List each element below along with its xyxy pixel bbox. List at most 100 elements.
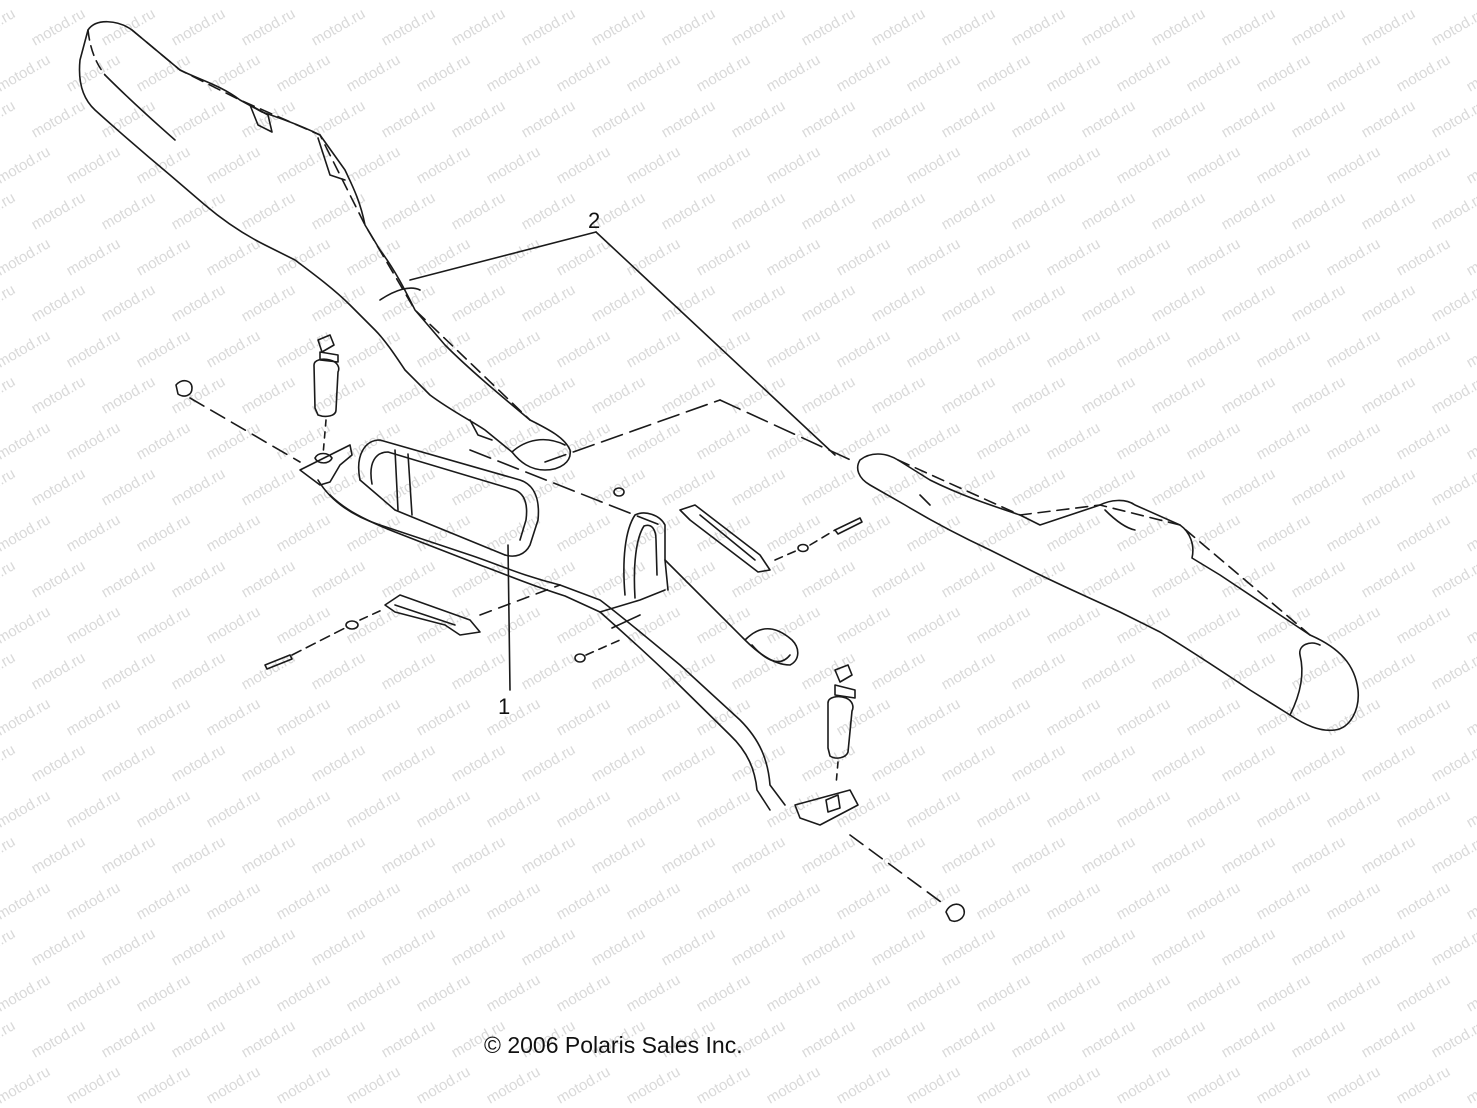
- watermark-text: motod.ru: [1394, 51, 1454, 95]
- bolt-right: [774, 517, 863, 561]
- watermark-text: motod.ru: [1149, 557, 1209, 601]
- watermark-text: motod.ru: [1044, 971, 1104, 1015]
- watermark-text: motod.ru: [1289, 189, 1349, 233]
- watermark-text: motod.ru: [169, 649, 229, 693]
- watermark-text: motod.ru: [624, 787, 684, 831]
- watermark-text: motod.ru: [1464, 879, 1477, 923]
- watermark-text: motod.ru: [204, 235, 264, 279]
- watermark-text: motod.ru: [869, 97, 929, 141]
- watermark-text: motod.ru: [799, 281, 859, 325]
- watermark-text: motod.ru: [1184, 879, 1244, 923]
- watermark-text: motod.ru: [0, 0, 53, 3]
- watermark-text: motod.ru: [1464, 0, 1477, 3]
- watermark-text: motod.ru: [169, 925, 229, 969]
- watermark-text: motod.ru: [1254, 143, 1314, 187]
- watermark-text: motod.ru: [694, 787, 754, 831]
- watermark-text: motod.ru: [204, 1063, 264, 1107]
- watermark-text: motod.ru: [414, 1063, 474, 1107]
- watermark-text: motod.ru: [309, 1017, 369, 1061]
- watermark-text: motod.ru: [0, 465, 18, 509]
- watermark-text: motod.ru: [939, 741, 999, 785]
- watermark-text: motod.ru: [729, 189, 789, 233]
- watermark-text: motod.ru: [589, 833, 649, 877]
- watermark-text: motod.ru: [1044, 695, 1104, 739]
- watermark-text: motod.ru: [904, 0, 964, 3]
- watermark-text: motod.ru: [1044, 51, 1104, 95]
- watermark-text: motod.ru: [1394, 971, 1454, 1015]
- watermark-text: motod.ru: [1359, 97, 1419, 141]
- watermark-text: motod.ru: [1184, 327, 1244, 371]
- watermark-text: motod.ru: [99, 189, 159, 233]
- watermark-text: motod.ru: [1289, 97, 1349, 141]
- right-mount-knob: [825, 664, 856, 813]
- watermark-text: motod.ru: [974, 879, 1034, 923]
- watermark-text: motod.ru: [169, 97, 229, 141]
- watermark-text: motod.ru: [1079, 97, 1139, 141]
- watermark-text: motod.ru: [29, 557, 89, 601]
- watermark-text: motod.ru: [1464, 971, 1477, 1015]
- watermark-text: motod.ru: [659, 741, 719, 785]
- watermark-text: motod.ru: [1079, 649, 1139, 693]
- watermark-text: motod.ru: [1219, 189, 1279, 233]
- watermark-text: motod.ru: [799, 557, 859, 601]
- watermark-text: motod.ru: [904, 695, 964, 739]
- watermark-text: motod.ru: [1114, 143, 1174, 187]
- watermark-text: motod.ru: [1254, 971, 1314, 1015]
- watermark-text: motod.ru: [449, 373, 509, 417]
- watermark-text: motod.ru: [0, 649, 18, 693]
- watermark-text: motod.ru: [1324, 603, 1384, 647]
- watermark-text: motod.ru: [0, 327, 53, 371]
- watermark-text: motod.ru: [1114, 971, 1174, 1015]
- watermark-text: motod.ru: [309, 97, 369, 141]
- watermark-text: motod.ru: [239, 373, 299, 417]
- watermark-text: motod.ru: [904, 51, 964, 95]
- watermark-text: motod.ru: [169, 5, 229, 49]
- watermark-text: motod.ru: [554, 695, 614, 739]
- watermark-text: motod.ru: [939, 925, 999, 969]
- watermark-text: motod.ru: [764, 419, 824, 463]
- watermark-text: motod.ru: [1044, 419, 1104, 463]
- watermark-text: motod.ru: [799, 5, 859, 49]
- watermark-text: motod.ru: [29, 465, 89, 509]
- watermark-text: motod.ru: [274, 971, 334, 1015]
- watermark-text: motod.ru: [1184, 235, 1244, 279]
- watermark-text: motod.ru: [169, 741, 229, 785]
- watermark-text: motod.ru: [344, 879, 404, 923]
- watermark-text: motod.ru: [29, 925, 89, 969]
- watermark-text: motod.ru: [134, 327, 194, 371]
- watermark-text: motod.ru: [554, 787, 614, 831]
- watermark-text: motod.ru: [0, 235, 53, 279]
- watermark-text: motod.ru: [1429, 5, 1477, 49]
- watermark-text: motod.ru: [169, 557, 229, 601]
- watermark-text: motod.ru: [1044, 603, 1104, 647]
- watermark-text: motod.ru: [1464, 511, 1477, 555]
- watermark-text: motod.ru: [0, 189, 18, 233]
- watermark-text: motod.ru: [1114, 51, 1174, 95]
- watermark-text: motod.ru: [0, 1063, 53, 1107]
- watermark-text: motod.ru: [379, 649, 439, 693]
- watermark-text: motod.ru: [274, 327, 334, 371]
- watermark-text: motod.ru: [344, 327, 404, 371]
- watermark-text: motod.ru: [519, 833, 579, 877]
- watermark-text: motod.ru: [554, 235, 614, 279]
- watermark-text: motod.ru: [939, 97, 999, 141]
- watermark-text: motod.ru: [344, 143, 404, 187]
- watermark-text: motod.ru: [974, 327, 1034, 371]
- watermark-text: motod.ru: [624, 1063, 684, 1107]
- watermark-text: motod.ru: [1114, 0, 1174, 3]
- watermark-text: motod.ru: [484, 143, 544, 187]
- watermark-text: motod.ru: [1044, 327, 1104, 371]
- watermark-text: motod.ru: [99, 925, 159, 969]
- watermark-text: motod.ru: [1324, 143, 1384, 187]
- watermark-text: motod.ru: [659, 649, 719, 693]
- watermark-text: motod.ru: [344, 1063, 404, 1107]
- watermark-text: motod.ru: [0, 143, 53, 187]
- watermark-text: motod.ru: [0, 695, 53, 739]
- watermark-text: motod.ru: [834, 51, 894, 95]
- watermark-text: motod.ru: [64, 419, 124, 463]
- watermark-text: motod.ru: [589, 925, 649, 969]
- watermark-text: motod.ru: [1009, 465, 1069, 509]
- watermark-text: motod.ru: [344, 511, 404, 555]
- watermark-text: motod.ru: [414, 419, 474, 463]
- watermark-text: motod.ru: [1184, 419, 1244, 463]
